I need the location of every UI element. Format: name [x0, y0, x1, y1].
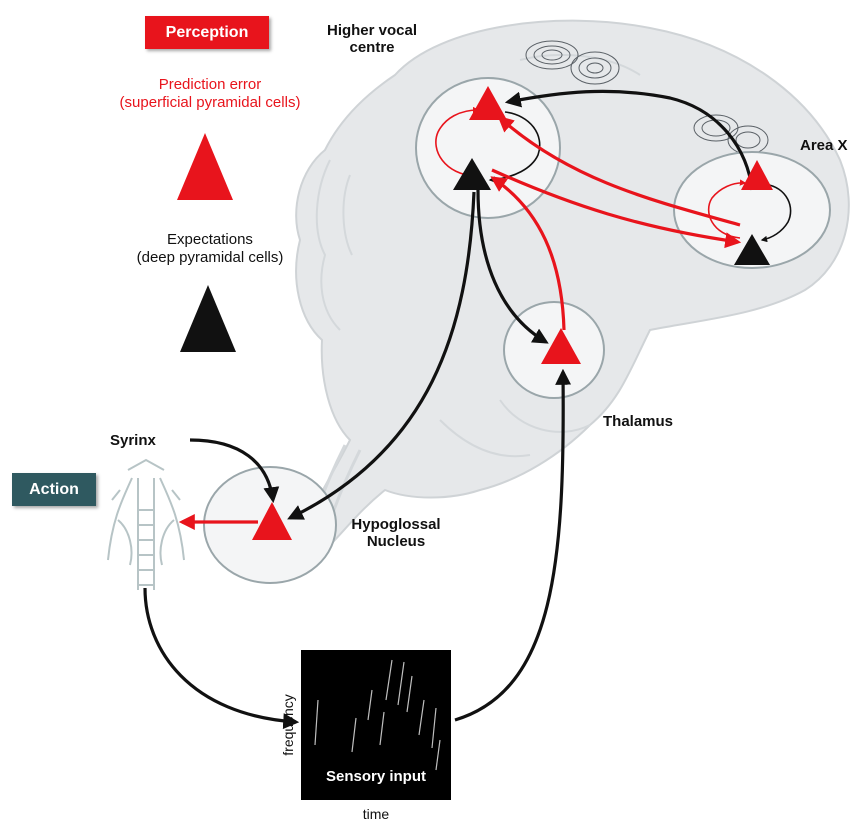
legend-expectation-triangle [180, 285, 236, 352]
spectrogram-x-axis-label: time [336, 806, 416, 823]
prediction-error-line2: (superficial pyramidal cells) [80, 94, 340, 112]
prediction-error-label: Prediction error (superficial pyramidal … [80, 76, 340, 112]
syrinx-label: Syrinx [110, 432, 156, 449]
area-x-label: Area X [800, 137, 848, 154]
sensory-input-label: Sensory input [301, 768, 451, 785]
action-badge: Action [12, 473, 96, 506]
legend-prediction-error-triangle [177, 133, 233, 200]
hvc-label-line2: centre [312, 39, 432, 56]
perception-badge: Perception [145, 16, 269, 49]
hypoglossal-line2: Nucleus [346, 533, 446, 550]
brain-silhouette [296, 21, 849, 550]
hypoglossal-nucleus-label: Hypoglossal Nucleus [346, 516, 446, 551]
syrinx-illustration [108, 460, 184, 590]
higher-vocal-centre-label: Higher vocal centre [312, 22, 432, 57]
thalamus-label: Thalamus [603, 413, 673, 430]
syrinx-to-spectrogram-arrow [145, 588, 296, 722]
hypoglossal-line1: Hypoglossal [346, 516, 446, 533]
expectations-label: Expectations (deep pyramidal cells) [100, 231, 320, 267]
prediction-error-line1: Prediction error [80, 76, 340, 94]
expectations-line2: (deep pyramidal cells) [100, 249, 320, 267]
hvc-label-line1: Higher vocal [312, 22, 432, 39]
spectrogram-y-axis-label: frequency [280, 694, 296, 755]
expectations-line1: Expectations [100, 231, 320, 249]
